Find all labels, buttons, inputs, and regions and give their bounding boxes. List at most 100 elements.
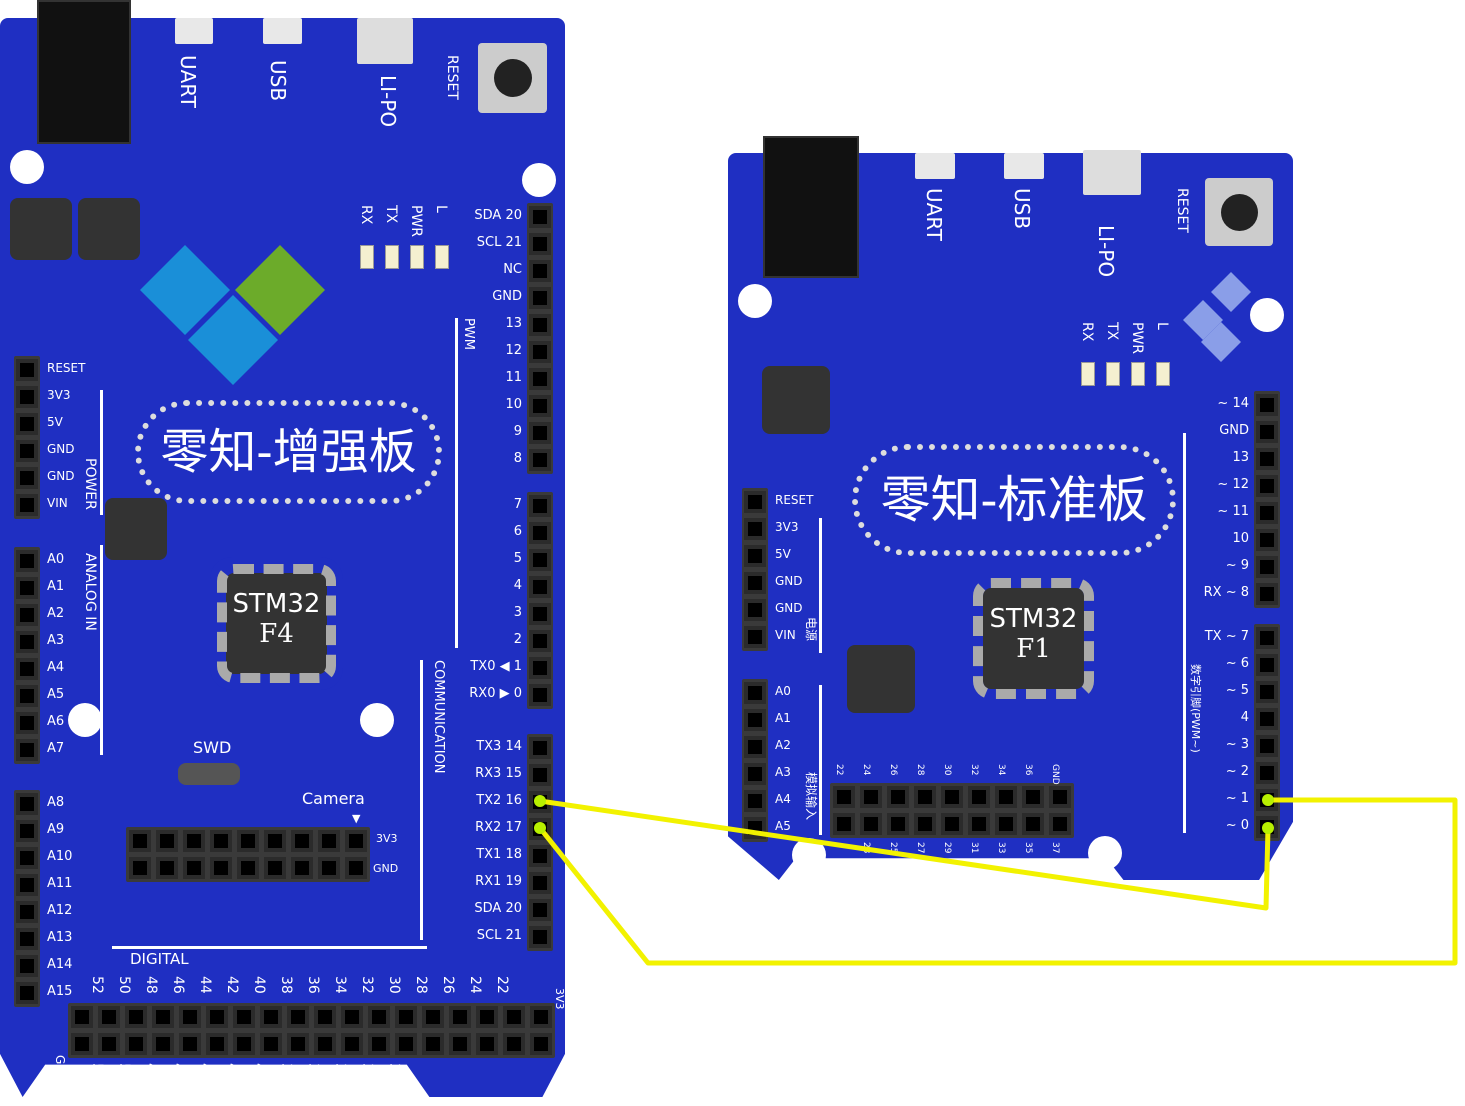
header-pin[interactable] (179, 1006, 201, 1028)
header-pin[interactable] (98, 1006, 120, 1028)
header-pin[interactable] (887, 813, 909, 835)
header-pin[interactable] (287, 1033, 309, 1055)
header-pin[interactable] (291, 830, 313, 852)
header-pin[interactable] (71, 1006, 93, 1028)
header-pin[interactable] (233, 1006, 255, 1028)
header-pin[interactable] (529, 764, 551, 786)
header-pin[interactable] (260, 1033, 282, 1055)
header-pin[interactable] (1256, 502, 1278, 524)
header-pin[interactable] (16, 631, 38, 653)
header-pin[interactable] (744, 518, 766, 540)
header-pin[interactable] (744, 626, 766, 648)
header-pin[interactable] (16, 928, 38, 950)
header-pin[interactable] (16, 685, 38, 707)
header-pin[interactable] (125, 1006, 147, 1028)
header-pin[interactable] (529, 684, 551, 706)
header-pin[interactable] (529, 630, 551, 652)
header-pin[interactable] (887, 786, 909, 808)
header-pin[interactable] (206, 1006, 228, 1028)
header-pin[interactable] (995, 786, 1017, 808)
header-pin[interactable] (264, 857, 286, 879)
header-pin[interactable] (1256, 762, 1278, 784)
header-pin[interactable] (503, 1033, 525, 1055)
header-pin[interactable] (16, 467, 38, 489)
header-pin[interactable] (1256, 556, 1278, 578)
header-pin[interactable] (1256, 583, 1278, 605)
header-pin[interactable] (968, 813, 990, 835)
header-pin[interactable] (860, 813, 882, 835)
reset-button[interactable] (478, 43, 547, 113)
header-pin[interactable] (1022, 786, 1044, 808)
header-pin[interactable] (529, 422, 551, 444)
jumper-wire[interactable] (539, 798, 1271, 911)
header-pin[interactable] (1049, 813, 1071, 835)
header-pin[interactable] (744, 572, 766, 594)
header-pin[interactable] (16, 820, 38, 842)
jumper-wire[interactable] (538, 797, 1458, 966)
header-pin[interactable] (318, 830, 340, 852)
header-pin[interactable] (260, 1006, 282, 1028)
header-pin[interactable] (529, 395, 551, 417)
header-pin[interactable] (16, 386, 38, 408)
header-pin[interactable] (503, 1006, 525, 1028)
header-pin[interactable] (16, 955, 38, 977)
header-pin[interactable] (530, 1033, 552, 1055)
header-pin[interactable] (16, 359, 38, 381)
header-pin[interactable] (744, 790, 766, 812)
header-pin[interactable] (449, 1006, 471, 1028)
header-pin[interactable] (422, 1033, 444, 1055)
header-pin[interactable] (183, 857, 205, 879)
header-pin[interactable] (529, 657, 551, 679)
header-pin[interactable] (16, 440, 38, 462)
header-pin[interactable] (264, 830, 286, 852)
header-pin[interactable] (314, 1006, 336, 1028)
header-pin[interactable] (16, 413, 38, 435)
header-pin[interactable] (860, 786, 882, 808)
header-pin[interactable] (210, 830, 232, 852)
header-pin[interactable] (1256, 708, 1278, 730)
header-pin[interactable] (529, 845, 551, 867)
wire-endpoint[interactable] (1262, 822, 1274, 834)
header-pin[interactable] (529, 576, 551, 598)
header-pin[interactable] (368, 1033, 390, 1055)
header-pin[interactable] (1256, 627, 1278, 649)
header-pin[interactable] (129, 830, 151, 852)
header-pin[interactable] (914, 786, 936, 808)
header-pin[interactable] (16, 494, 38, 516)
header-pin[interactable] (16, 577, 38, 599)
header-pin[interactable] (530, 1006, 552, 1028)
header-pin[interactable] (529, 737, 551, 759)
wire-endpoint[interactable] (534, 795, 546, 807)
header-pin[interactable] (16, 901, 38, 923)
header-pin[interactable] (529, 233, 551, 255)
header-pin[interactable] (1256, 448, 1278, 470)
header-pin[interactable] (529, 603, 551, 625)
header-pin[interactable] (529, 872, 551, 894)
header-pin[interactable] (210, 857, 232, 879)
header-pin[interactable] (16, 793, 38, 815)
header-pin[interactable] (152, 1006, 174, 1028)
header-pin[interactable] (529, 495, 551, 517)
header-pin[interactable] (1256, 735, 1278, 757)
header-pin[interactable] (291, 857, 313, 879)
header-pin[interactable] (318, 857, 340, 879)
header-pin[interactable] (16, 982, 38, 1004)
header-pin[interactable] (183, 830, 205, 852)
header-pin[interactable] (529, 206, 551, 228)
header-pin[interactable] (1256, 681, 1278, 703)
header-pin[interactable] (1256, 394, 1278, 416)
header-pin[interactable] (156, 830, 178, 852)
header-pin[interactable] (529, 549, 551, 571)
header-pin[interactable] (345, 857, 367, 879)
header-pin[interactable] (16, 739, 38, 761)
header-pin[interactable] (368, 1006, 390, 1028)
header-pin[interactable] (1022, 813, 1044, 835)
header-pin[interactable] (744, 736, 766, 758)
header-pin[interactable] (476, 1006, 498, 1028)
header-pin[interactable] (206, 1033, 228, 1055)
header-pin[interactable] (16, 712, 38, 734)
header-pin[interactable] (833, 786, 855, 808)
header-pin[interactable] (125, 1033, 147, 1055)
header-pin[interactable] (152, 1033, 174, 1055)
header-pin[interactable] (16, 604, 38, 626)
